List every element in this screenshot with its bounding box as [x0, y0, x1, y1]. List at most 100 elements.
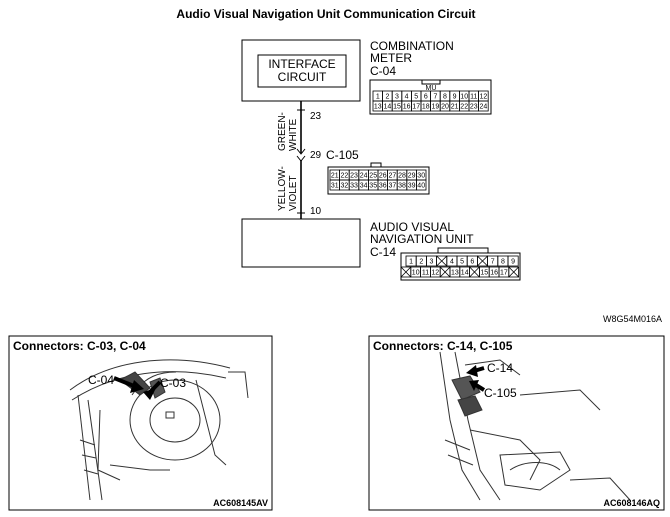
pin-number: 15	[480, 270, 488, 277]
pin-number: 2	[419, 259, 423, 266]
pin-cell	[508, 266, 519, 278]
pin-number: 3	[395, 94, 399, 101]
pin-number: 18	[422, 104, 430, 111]
arrow-c105	[474, 383, 486, 392]
pin-cell	[478, 100, 489, 112]
panel-right-figure-code: AC608146AQ	[603, 498, 660, 508]
pin-number: 14	[384, 104, 392, 111]
callout-c14: C-14	[487, 361, 513, 375]
pin-number: 3	[430, 259, 434, 266]
panel-left-figure-code: AC608145AV	[213, 498, 268, 508]
pin-number: 23	[350, 173, 358, 180]
pin-number: 1	[409, 259, 413, 266]
pin-number: 24	[480, 104, 488, 111]
pin-number: 40	[417, 183, 425, 190]
pin-number: 25	[369, 173, 377, 180]
callout-c03: C-03	[160, 376, 186, 390]
pin-number: 10	[460, 94, 468, 101]
pin-number: 8	[443, 94, 447, 101]
diagram-code: W8G54M016A	[603, 314, 662, 324]
pin-number: 12	[431, 270, 439, 277]
combination-meter-name-2: METER	[370, 51, 412, 65]
pin-number: 29	[408, 173, 416, 180]
pin-number: 39	[408, 183, 416, 190]
pin-number: 35	[369, 183, 377, 190]
panel-right-title: Connectors: C-14, C-105	[373, 339, 513, 353]
interface-circuit-box	[257, 54, 347, 88]
av-unit-name-2: NAVIGATION UNIT	[370, 232, 474, 246]
combination-meter-name-1: COMBINATION	[370, 39, 454, 53]
pin-number: 10	[412, 270, 420, 277]
pin-number: 12	[480, 94, 488, 101]
joint-connector-symbol	[296, 148, 306, 162]
photo-panel-c14-c105: Connectors: C-14, C-105 C-14 C-105 AC608…	[368, 335, 665, 511]
pin-number: 26	[379, 173, 387, 180]
av-unit-name-1: AUDIO VISUAL	[370, 220, 454, 234]
pin-number: 14	[461, 270, 469, 277]
pin-number: 31	[331, 183, 339, 190]
pin-number: 1	[376, 94, 380, 101]
pin-cell	[507, 255, 519, 267]
pin-number: 9	[453, 94, 457, 101]
pin-number: 23	[470, 104, 478, 111]
pin-number: 34	[360, 183, 368, 190]
pin-number: 8	[501, 259, 505, 266]
pin-cell	[415, 179, 427, 191]
pin-number: 6	[470, 259, 474, 266]
pin-number: 17	[412, 104, 420, 111]
av-navigation-unit-box	[241, 218, 361, 268]
pin-number: 9	[511, 259, 515, 266]
pin-number: 17	[500, 270, 508, 277]
blank-pin-cross	[439, 266, 451, 278]
connector-c04-mark: MU	[426, 85, 437, 92]
wire-upper-color-1: GREEN-	[277, 112, 288, 151]
joint-connector-id: C-105	[326, 148, 359, 162]
diagram-title: Audio Visual Navigation Unit Communicati…	[176, 7, 475, 21]
pin-number: 22	[341, 173, 349, 180]
pin-number: 30	[417, 173, 425, 180]
pin-10-label: 10	[310, 206, 322, 217]
pin-number: 16	[403, 104, 411, 111]
pin-number: 13	[451, 270, 459, 277]
pin-number: 7	[433, 94, 437, 101]
pin-number: 4	[405, 94, 409, 101]
pin-number: 21	[331, 173, 339, 180]
interface-circuit-label-1: INTERFACE	[268, 57, 335, 71]
pin-number: 36	[379, 183, 387, 190]
pin-number: 33	[350, 183, 358, 190]
combination-meter-connector-id: C-04	[370, 64, 396, 78]
pin-number: 27	[389, 173, 397, 180]
callout-c04: C-04	[88, 373, 114, 387]
pin-number: 32	[341, 183, 349, 190]
wire-lower-color-1: YELLOW-	[277, 166, 288, 211]
pin-23-label: 23	[310, 111, 322, 122]
pin-number: 5	[414, 94, 418, 101]
pin-number: 22	[460, 104, 468, 111]
pin-number: 20	[441, 104, 449, 111]
pin-number: 13	[374, 104, 382, 111]
pin-number: 15	[393, 104, 401, 111]
pin-number: 16	[490, 270, 498, 277]
arrow-c04	[113, 376, 135, 388]
pin-number: 21	[451, 104, 459, 111]
pin-number: 28	[398, 173, 406, 180]
blank-pin-cross	[508, 266, 519, 278]
pin-number: 6	[424, 94, 428, 101]
pin-number: 24	[360, 173, 368, 180]
wire-upper-color-2: WHITE	[288, 118, 299, 151]
photo-panel-c03-c04: Connectors: C-03, C-04 C-04 C-03 AC60814…	[8, 335, 273, 511]
av-unit-connector-id: C-14	[370, 245, 396, 259]
interface-circuit-label-2: CIRCUIT	[278, 70, 327, 84]
pin-number: 5	[460, 259, 464, 266]
blank-pin-cross	[400, 266, 412, 278]
blank-pin-cross	[436, 255, 448, 267]
pin-number: 4	[450, 259, 454, 266]
blank-pin-cross	[469, 266, 480, 278]
pin-number: 11	[470, 94, 477, 101]
panel-left-title: Connectors: C-03, C-04	[13, 339, 146, 353]
